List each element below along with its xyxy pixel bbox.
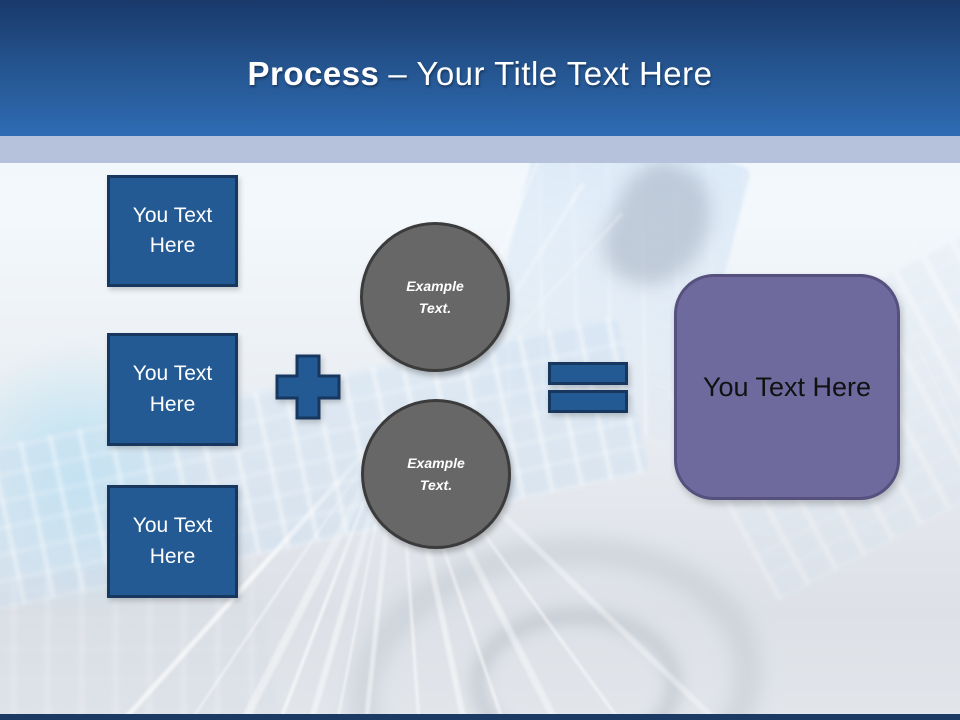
equals-icon[interactable] bbox=[548, 362, 628, 413]
process-box-2-label: You Text Here bbox=[132, 362, 213, 416]
slide-title[interactable]: Process– Your Title Text Here bbox=[247, 55, 712, 93]
title-bar: Process– Your Title Text Here bbox=[0, 0, 960, 136]
result-box-label: You Text Here bbox=[702, 371, 872, 402]
example-circle-2-label: Example Text. bbox=[407, 454, 465, 493]
process-box-3[interactable]: You Text Here bbox=[107, 485, 238, 598]
example-circle-1-label: Example Text. bbox=[406, 277, 464, 316]
footer-bar bbox=[0, 714, 960, 720]
process-box-3-label: You Text Here bbox=[132, 514, 213, 568]
title-emphasis: Process bbox=[247, 55, 380, 92]
header-underline-band bbox=[0, 136, 960, 163]
process-box-1-label: You Text Here bbox=[132, 203, 213, 257]
process-box-1[interactable]: You Text Here bbox=[107, 175, 238, 287]
title-text: – Your Title Text Here bbox=[388, 55, 713, 92]
equals-bar-bottom bbox=[548, 390, 628, 413]
example-circle-1[interactable]: Example Text. bbox=[360, 222, 510, 372]
result-box[interactable]: You Text Here bbox=[674, 274, 900, 500]
example-circle-2[interactable]: Example Text. bbox=[361, 399, 511, 549]
equals-bar-top bbox=[548, 362, 628, 385]
process-box-2[interactable]: You Text Here bbox=[107, 333, 238, 446]
plus-icon[interactable] bbox=[274, 353, 342, 426]
